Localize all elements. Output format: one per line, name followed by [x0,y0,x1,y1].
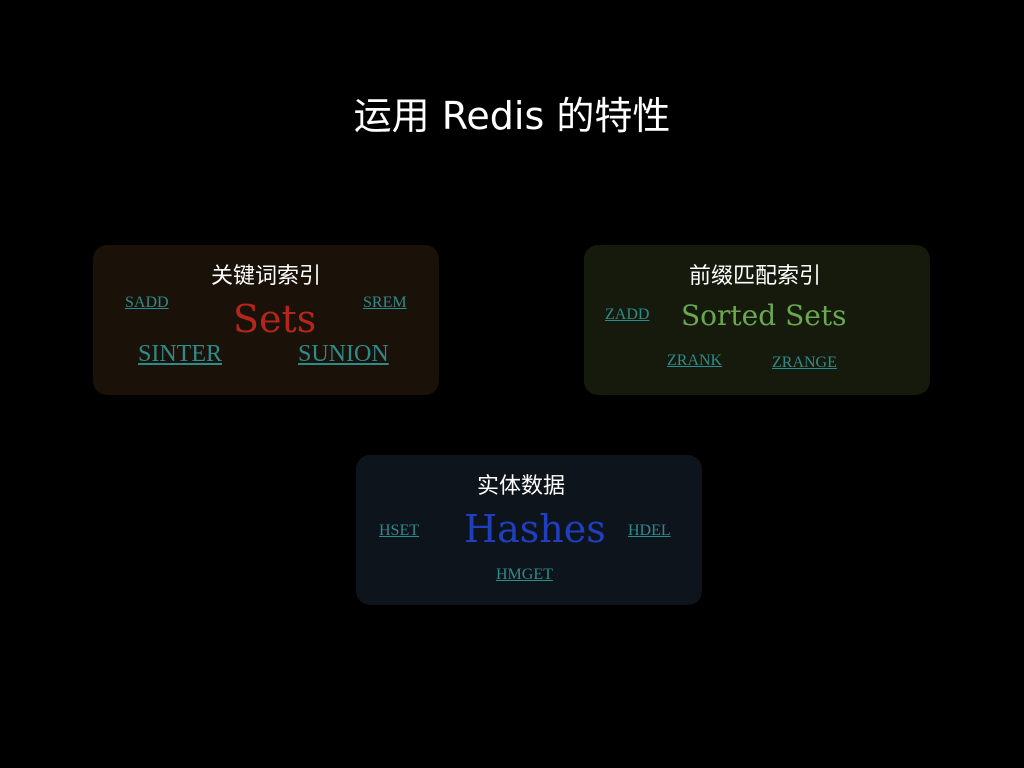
command-zrange[interactable]: ZRANGE [772,354,837,371]
command-hset[interactable]: HSET [379,522,419,539]
sorted-sets-type-label: Sorted Sets [681,299,847,332]
command-zrank[interactable]: ZRANK [667,352,723,369]
hashes-type-label: Hashes [464,507,606,551]
sets-panel: 关键词索引 Sets SADD SREM SINTER SUNION [93,245,439,395]
command-hdel[interactable]: HDEL [628,522,671,539]
sorted-sets-panel: 前缀匹配索引 Sorted Sets ZADD ZRANK ZRANGE [584,245,930,395]
command-hmget[interactable]: HMGET [496,566,553,583]
sets-type-label: Sets [233,297,317,341]
command-sinter[interactable]: SINTER [138,341,222,367]
command-sunion[interactable]: SUNION [298,341,389,367]
hashes-panel-title: 实体数据 [477,474,566,499]
command-srem[interactable]: SREM [363,294,407,311]
sets-panel-title: 关键词索引 [211,264,322,289]
slide-title: 运用 Redis 的特性 [353,94,671,138]
command-zadd[interactable]: ZADD [605,306,650,323]
sorted-sets-panel-title: 前缀匹配索引 [689,264,822,289]
hashes-panel: 实体数据 Hashes HSET HDEL HMGET [356,455,702,605]
command-sadd[interactable]: SADD [125,294,169,311]
